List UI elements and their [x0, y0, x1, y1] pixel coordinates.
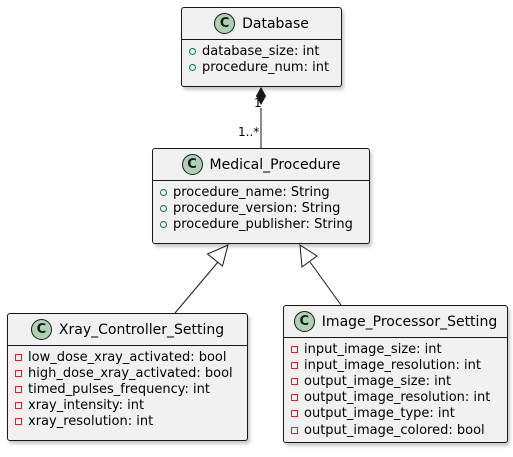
private-visibility-icon — [15, 402, 22, 410]
attribute-row: procedure_name: String — [153, 184, 369, 200]
public-visibility-icon — [160, 204, 167, 212]
class-name: Xray_Controller_Setting — [58, 321, 225, 338]
class-c-icon: C — [293, 311, 315, 332]
attribute-row: timed_pulses_frequency: int — [8, 381, 247, 397]
private-visibility-icon — [291, 361, 298, 369]
class-header: C Image_Processor_Setting — [284, 306, 507, 338]
private-visibility-icon — [15, 385, 22, 393]
multiplicity-label-medical-procedure: 1..* — [238, 125, 260, 139]
class-medical-procedure[interactable]: C Medical_Procedure procedure_name: Stri… — [152, 148, 370, 244]
attribute-text: xray_intensity: int — [28, 398, 145, 414]
private-visibility-icon — [291, 426, 298, 434]
attribute-text: database_size: int — [202, 43, 320, 59]
public-visibility-icon — [189, 63, 196, 71]
attribute-text: procedure_num: int — [202, 59, 330, 75]
private-visibility-icon — [291, 377, 298, 385]
class-header: C Database — [182, 8, 341, 40]
attribute-row: output_image_resolution: int — [284, 390, 507, 406]
attribute-text: timed_pulses_frequency: int — [28, 381, 210, 397]
attribute-row: xray_intensity: int — [8, 398, 247, 414]
class-c-icon: C — [30, 319, 52, 340]
attribute-text: procedure_name: String — [173, 184, 330, 200]
attribute-list: procedure_name: String procedure_version… — [153, 181, 369, 233]
attribute-list: low_dose_xray_activated: bool high_dose_… — [8, 346, 247, 430]
class-xray-controller-setting[interactable]: C Xray_Controller_Setting low_dose_xray_… — [7, 313, 248, 441]
generalization-line-image — [309, 261, 342, 306]
multiplicity-label-database: 1 — [254, 96, 262, 110]
attribute-text: procedure_version: String — [173, 200, 341, 216]
private-visibility-icon — [15, 418, 22, 426]
public-visibility-icon — [160, 220, 167, 228]
attribute-row: database_size: int — [182, 43, 341, 59]
class-database[interactable]: C Database database_size: int procedure_… — [181, 7, 342, 87]
attribute-row: procedure_num: int — [182, 59, 341, 75]
attribute-list: database_size: int procedure_num: int — [182, 40, 341, 75]
attribute-text: input_image_size: int — [304, 341, 442, 357]
attribute-row: procedure_version: String — [153, 200, 369, 216]
composition-diamond — [255, 86, 267, 106]
attribute-text: input_image_resolution: int — [304, 357, 481, 373]
generalization-arrowhead-image — [299, 244, 318, 268]
attribute-row: low_dose_xray_activated: bool — [8, 349, 247, 365]
class-header: C Xray_Controller_Setting — [8, 314, 247, 346]
private-visibility-icon — [15, 353, 22, 361]
attribute-text: xray_resolution: int — [28, 414, 154, 430]
attribute-text: output_image_size: int — [304, 373, 452, 389]
class-name: Image_Processor_Setting — [321, 313, 498, 330]
private-visibility-icon — [291, 394, 298, 402]
generalization-line-xray — [174, 261, 219, 314]
generalization-arrowhead-xray — [206, 244, 229, 267]
attribute-text: output_image_type: int — [304, 406, 455, 422]
attribute-row: output_image_type: int — [284, 406, 507, 422]
attribute-row: high_dose_xray_activated: bool — [8, 365, 247, 381]
private-visibility-icon — [15, 369, 22, 377]
attribute-row: output_image_colored: bool — [284, 422, 507, 438]
attribute-text: output_image_colored: bool — [304, 422, 485, 438]
attribute-row: input_image_size: int — [284, 341, 507, 357]
class-name: Medical_Procedure — [209, 156, 341, 173]
attribute-row: output_image_size: int — [284, 373, 507, 389]
attribute-text: procedure_publisher: String — [173, 216, 353, 232]
private-visibility-icon — [291, 410, 298, 418]
attribute-text: low_dose_xray_activated: bool — [28, 349, 227, 365]
public-visibility-icon — [160, 188, 167, 196]
attribute-text: high_dose_xray_activated: bool — [28, 365, 233, 381]
class-name: Database — [242, 15, 309, 32]
public-visibility-icon — [189, 47, 196, 55]
attribute-list: input_image_size: int input_image_resolu… — [284, 338, 507, 438]
attribute-row: procedure_publisher: String — [153, 216, 369, 232]
class-c-icon: C — [214, 13, 236, 34]
attribute-text: output_image_resolution: int — [304, 390, 491, 406]
attribute-row: input_image_resolution: int — [284, 357, 507, 373]
private-visibility-icon — [291, 345, 298, 353]
class-header: C Medical_Procedure — [153, 149, 369, 181]
attribute-row: xray_resolution: int — [8, 414, 247, 430]
class-c-icon: C — [181, 154, 203, 175]
class-image-processor-setting[interactable]: C Image_Processor_Setting input_image_si… — [283, 305, 508, 443]
